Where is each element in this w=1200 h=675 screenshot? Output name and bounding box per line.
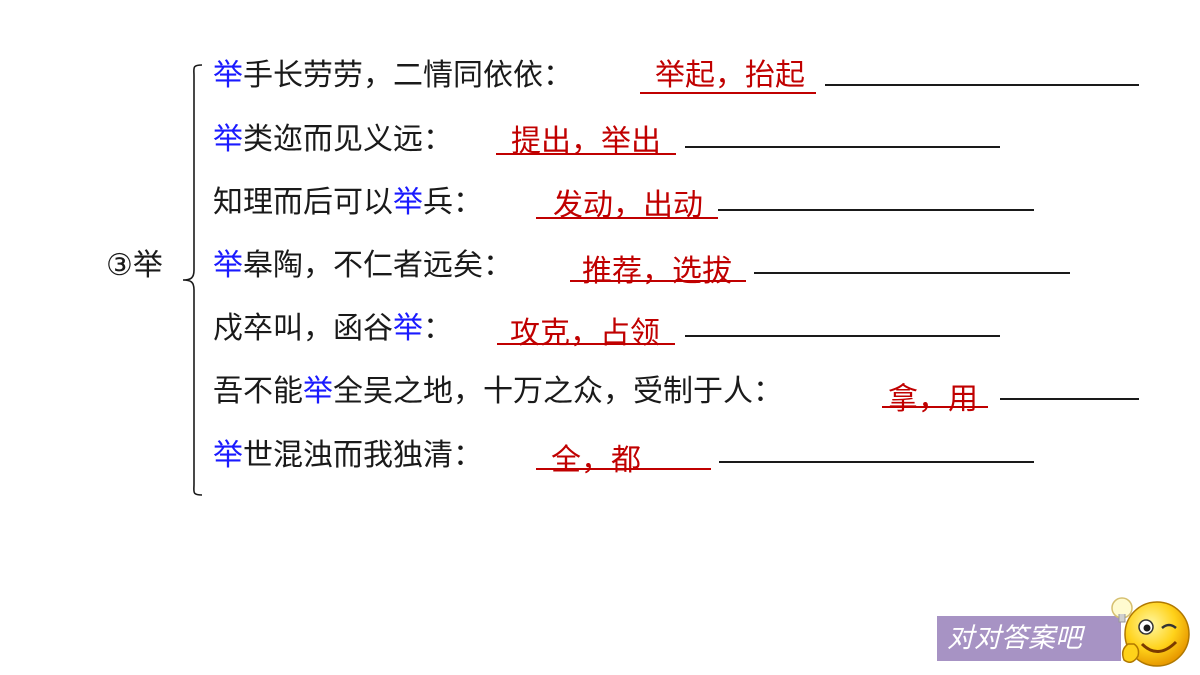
answer-underline [536,468,711,470]
example-row-7: 举世混浊而我独清： [213,436,483,476]
example-row-3: 知理而后可以举兵： [213,183,483,223]
highlight-char: 举 [213,122,243,157]
highlight-char: 举 [213,248,243,283]
answer-underline [570,280,746,282]
answer-4: 推荐，选拔 [582,254,732,289]
example-row-2: 举类迩而见义远： [213,120,453,160]
left-brace [182,64,203,496]
answer-3: 发动，出动 [553,188,703,223]
answer-underline [640,92,816,94]
highlight-char: 举 [393,185,423,220]
blank-line [685,146,1000,148]
winking-smiley-icon [1111,597,1190,667]
answer-2: 提出，举出 [511,124,661,159]
sentence-post: 类迩而见义远： [243,122,453,157]
highlight-char: 举 [303,374,333,409]
example-row-1: 举手长劳劳，二情同依依： [213,56,573,96]
sentence-post: 手长劳劳，二情同依依： [243,58,573,93]
answer-1: 举起，抬起 [655,58,805,93]
answer-6: 拿，用 [888,382,978,417]
example-row-5: 戍卒叫，函谷举： [213,309,453,349]
highlight-char: 举 [213,438,243,473]
sentence-post: 皋陶，不仁者远矣： [243,248,513,283]
sentence-post: 世混浊而我独清： [243,438,483,473]
sentence-pre: 知理而后可以 [213,185,393,220]
blank-line [1000,398,1139,400]
sentence-post: ： [423,311,453,346]
blank-line [719,461,1034,463]
blank-line [685,335,1000,337]
highlight-char: 举 [213,58,243,93]
example-row-4: 举皋陶，不仁者远矣： [213,246,513,286]
sentence-post: 兵： [423,185,483,220]
answer-7: 全，都 [551,443,641,478]
sentence-post: 全吴之地，十万之众，受制于人： [333,374,783,409]
term-label: ③举 [106,248,163,283]
answer-5: 攻克，占领 [510,316,660,351]
blank-line [754,272,1070,274]
answer-underline [496,153,676,155]
blank-line [825,84,1139,86]
answer-underline [882,406,988,408]
answer-underline [536,217,718,219]
answer-underline [497,343,675,345]
check-answers-button[interactable]: 对对答案吧 [937,616,1121,661]
sentence-pre: 吾不能 [213,374,303,409]
example-row-6: 吾不能举全吴之地，十万之众，受制于人： [213,372,783,412]
sentence-pre: 戍卒叫，函谷 [213,311,393,346]
blank-line [718,209,1034,211]
highlight-char: 举 [393,311,423,346]
